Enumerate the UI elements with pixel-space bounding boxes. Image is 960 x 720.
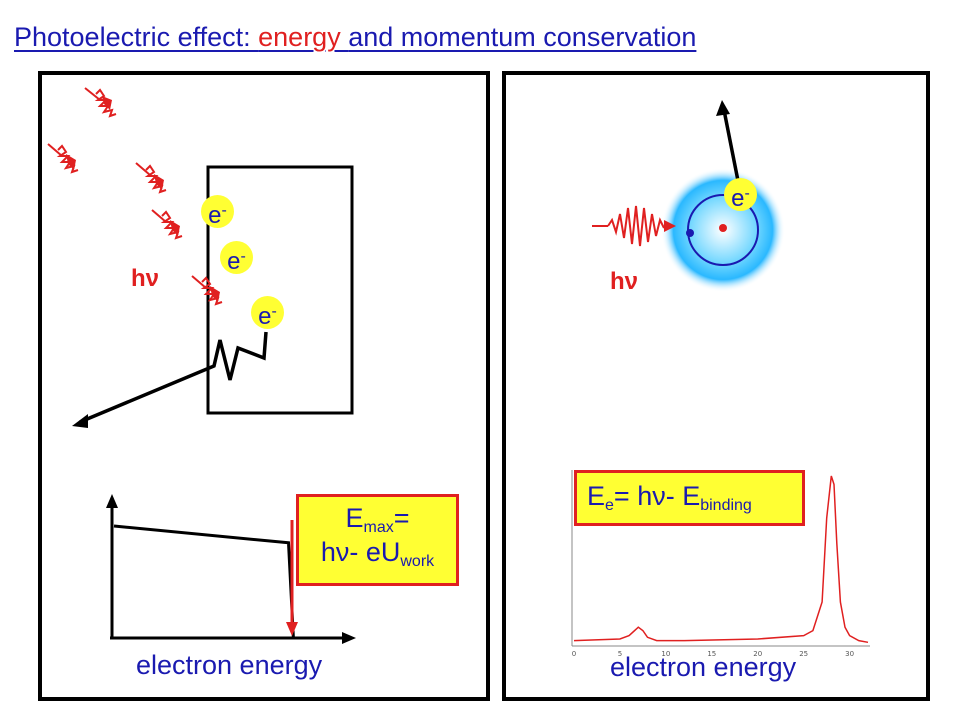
photon-label: hν [131, 265, 160, 292]
electron-badge: e- [201, 195, 234, 229]
photon-wave-icon [592, 205, 676, 247]
left-panel [38, 71, 490, 701]
x-axis-label: electron energy [610, 652, 797, 682]
photon-wave-icon [151, 209, 183, 240]
electron-charge: - [221, 202, 227, 219]
eq-text: E [345, 503, 364, 533]
electron-charge: - [744, 185, 750, 202]
nucleus [719, 224, 727, 232]
eq-text: E [587, 481, 606, 511]
eq-subscript: work [400, 553, 435, 571]
photon-wave-icon [191, 275, 223, 306]
eq-text: = hν- E [613, 481, 701, 511]
bound-electron-dot [686, 229, 694, 237]
y-axis-arrow [106, 494, 118, 508]
x-tick-label: 25 [799, 650, 808, 658]
electron-symbol: e [227, 248, 241, 275]
metal-block [206, 165, 354, 415]
electron-charge: - [271, 303, 277, 320]
ejection-arrow-head [716, 100, 730, 116]
emax-arrow-head [286, 622, 298, 636]
title-part3: and momentum conservation [348, 22, 697, 52]
x-axis-label: electron energy [136, 650, 323, 680]
binding-equation-box: Ee= hν- Ebinding [574, 470, 805, 526]
eq-subscript: max [363, 519, 394, 536]
x-tick-label: 10 [661, 650, 670, 658]
electron-path [79, 331, 268, 424]
x-tick-label: 0 [572, 650, 576, 658]
photon-wave-icon [84, 87, 117, 118]
page-title: Photoelectric effect: energy and momentu… [14, 22, 696, 53]
electron-badge: e- [220, 241, 253, 275]
x-axis-arrow [342, 632, 356, 644]
x-tick-label: 30 [845, 650, 854, 658]
spectrum-plot: 0 5 10 15 20 25 30 [571, 470, 870, 658]
spectrum-line [573, 475, 869, 644]
electron-symbol: e [258, 303, 272, 330]
eq-subscript: binding [700, 497, 752, 514]
x-tick-label: 15 [707, 650, 716, 658]
right-panel [502, 71, 930, 701]
photon-wave-icon [47, 143, 79, 174]
eq-text: hν- eU [320, 537, 401, 568]
eq-subscript: e [605, 497, 614, 514]
eq-text: = [393, 503, 410, 533]
arrow-head [72, 414, 88, 428]
spectrum-sketch-line [113, 524, 295, 639]
x-tick-label: 5 [618, 650, 622, 658]
photon-wave-icon [135, 162, 167, 194]
title-part1: Photoelectric effect: [14, 22, 259, 52]
electron-symbol: e [731, 185, 745, 212]
emax-equation-box: Emax= hν- eUwork [296, 494, 459, 586]
electron-charge: - [240, 248, 246, 265]
photon-label: hν [610, 268, 639, 295]
electron-badge: e- [251, 296, 284, 330]
title-highlight: energy [258, 22, 349, 52]
electron-symbol: e [208, 202, 222, 229]
x-tick-label: 20 [753, 650, 762, 658]
x-tick-labels: 0 5 10 15 20 25 30 [572, 650, 854, 658]
electron-badge: e- [724, 178, 757, 212]
